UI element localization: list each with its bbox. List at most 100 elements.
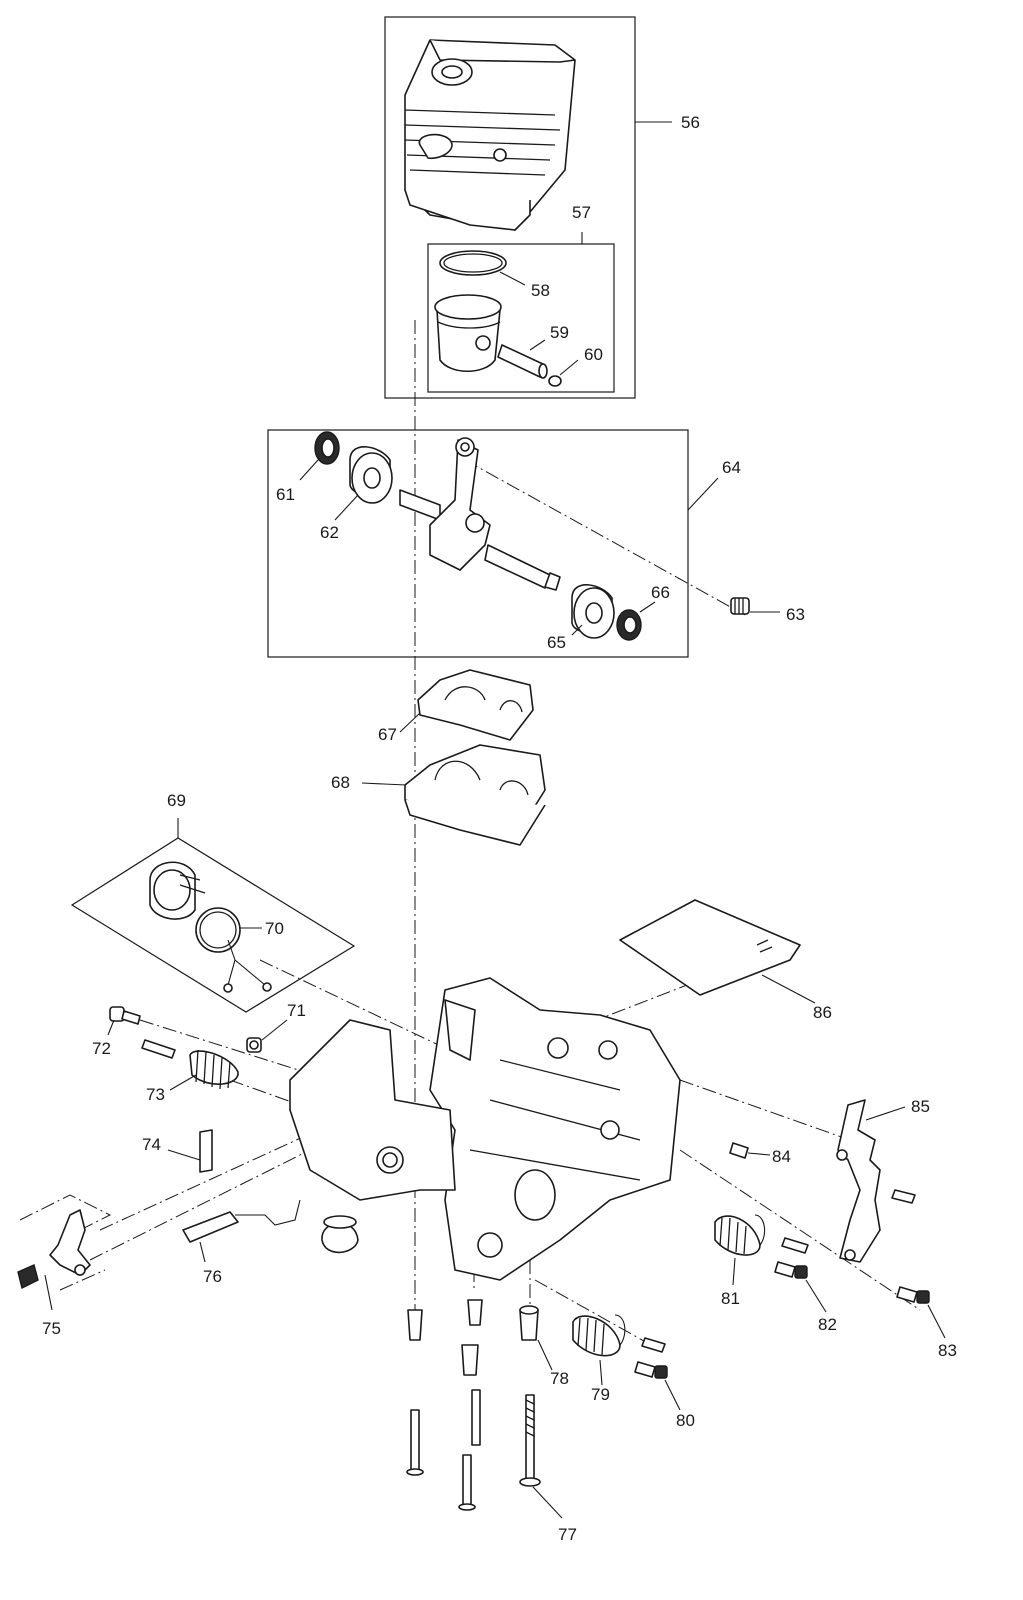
throttle-lever-part	[17, 1209, 91, 1290]
sleeve-78-part	[519, 1305, 539, 1341]
callout-64: 64	[722, 458, 741, 477]
crankcase-main-part	[289, 977, 681, 1281]
chain-catcher-plate-part	[836, 1099, 881, 1263]
callout-62: 62	[320, 523, 339, 542]
callout-70: 70	[265, 919, 284, 938]
leader-77	[532, 1486, 563, 1519]
lever-76-part	[182, 1199, 301, 1243]
spring-73-axis	[229, 1079, 301, 1106]
oil-pump-axis-line	[259, 959, 471, 1061]
screw-82-part	[774, 1261, 808, 1279]
crankshaft-part	[399, 437, 561, 591]
callout-85: 85	[911, 1097, 930, 1116]
callout-59: 59	[550, 323, 569, 342]
leader-60	[559, 359, 579, 376]
callout-71: 71	[287, 1001, 306, 1020]
leader-64	[687, 477, 719, 511]
callout-66: 66	[651, 583, 670, 602]
lever-75-axis-2	[89, 1139, 331, 1261]
bolt-77-part	[519, 1394, 541, 1487]
oil-line-part	[227, 939, 266, 986]
right-side-axis-2	[679, 1149, 921, 1311]
callout-63: 63	[786, 605, 805, 624]
callout-68: 68	[331, 773, 350, 792]
callout-86: 86	[813, 1003, 832, 1022]
leader-83	[927, 1304, 946, 1339]
callout-78: 78	[550, 1369, 569, 1388]
leader-79	[599, 1359, 603, 1386]
cover-plate-part	[619, 899, 801, 996]
piston-pin-part	[497, 344, 546, 378]
leader-62	[334, 494, 359, 521]
crankcase-half-part	[404, 744, 546, 846]
piston-part	[434, 294, 502, 372]
bearing-left-part	[349, 446, 393, 504]
screw-79-part	[641, 1337, 666, 1353]
callout-74: 74	[142, 1135, 161, 1154]
leader-80	[664, 1379, 681, 1411]
screw-83-part	[896, 1286, 930, 1304]
leader-81	[732, 1257, 736, 1286]
leader-82	[805, 1279, 827, 1313]
crankshaft-assembly-frame	[267, 429, 689, 658]
screw-72-part	[109, 1006, 141, 1025]
gasket-part	[417, 669, 534, 741]
leader-78	[537, 1339, 553, 1371]
leader-85	[865, 1106, 906, 1121]
callout-58: 58	[531, 281, 550, 300]
callout-77: 77	[558, 1525, 577, 1544]
right-side-axis-1	[679, 1079, 851, 1141]
leader-59	[529, 339, 546, 351]
callout-76: 76	[203, 1267, 222, 1286]
needle-bearing-part	[730, 597, 750, 615]
callout-56: 56	[681, 113, 700, 132]
oil-seal-right-part	[616, 609, 642, 641]
leader-84	[747, 1152, 771, 1156]
screw-81-part	[781, 1237, 809, 1254]
cylinder-assembly-frame	[384, 16, 636, 399]
callout-84: 84	[772, 1147, 791, 1166]
screw-85-part	[891, 1189, 916, 1204]
leader-68	[361, 782, 407, 786]
screw-72-axis	[139, 1019, 331, 1081]
callout-75: 75	[42, 1319, 61, 1338]
callout-60: 60	[584, 345, 603, 364]
primer-bulb-part	[321, 1215, 359, 1254]
leader-86	[761, 974, 816, 1004]
piston-ring-part	[439, 250, 507, 276]
leader-74	[167, 1149, 201, 1161]
bearing-right-part	[571, 584, 615, 639]
damper-74-part	[199, 1129, 213, 1173]
callout-65: 65	[547, 633, 566, 652]
o-ring-part	[195, 907, 241, 953]
leader-76	[199, 1241, 206, 1263]
crank-axis-line	[464, 459, 746, 616]
callout-72: 72	[92, 1039, 111, 1058]
leader-65	[571, 624, 583, 636]
leader-61	[299, 459, 319, 481]
leader-58	[499, 271, 526, 286]
oil-pump-part	[149, 861, 206, 920]
callout-69: 69	[167, 791, 186, 810]
cylinder-part	[404, 39, 576, 231]
piston-kit-frame	[427, 243, 615, 393]
callout-79: 79	[591, 1385, 610, 1404]
screw-73-small-part	[141, 1039, 176, 1059]
stud-center-part	[458, 1299, 483, 1511]
leader-73	[169, 1074, 197, 1091]
leader-67	[399, 712, 421, 733]
callout-67: 67	[378, 725, 397, 744]
plug-84-part	[729, 1142, 749, 1159]
plug-71-part	[246, 1037, 262, 1053]
leader-71	[261, 1019, 288, 1041]
spring-73-part	[189, 1049, 239, 1090]
spring-79-part	[572, 1314, 626, 1357]
oil-pump-kit-frame	[70, 837, 356, 1013]
oil-seal-left-part	[314, 431, 340, 465]
screw-80-part	[634, 1361, 668, 1379]
lever-75-guide-2	[59, 1269, 106, 1291]
callout-61: 61	[276, 485, 295, 504]
leader-75	[44, 1274, 53, 1311]
circlip-part	[548, 375, 562, 387]
